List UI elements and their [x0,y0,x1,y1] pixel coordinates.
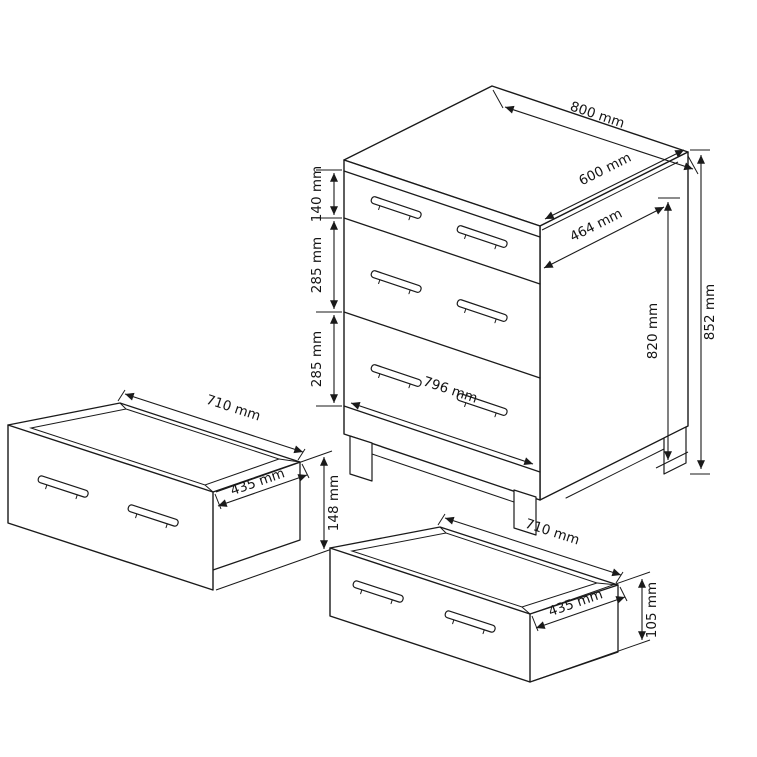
drawer-bottom-handle-left [352,580,404,605]
drawer-divider-1 [343,217,541,285]
drawer-bottom-front-panel [329,547,531,683]
dim-overall-height: 852 mm [690,149,718,475]
top-slab-edge [343,170,541,238]
dim-label-overall-height: 852 mm [702,284,718,340]
dim-label-drawer1-height: 140 mm [309,166,325,222]
dim-label-drawer3-height: 285 mm [309,331,325,387]
drawer-divider-2 [343,311,541,379]
dim-drawer-bottom-height: 105 mm [532,571,660,682]
drawer2-handle-right [456,299,508,324]
dim-drawer-heights: 140 mm 285 mm 285 mm [309,166,342,407]
dim-drawer-bottom-width: 710 mm [437,513,624,584]
dim-label-drawer2-height: 285 mm [309,237,325,293]
cabinet-leg-front-left [349,435,373,482]
drawer-bottom-handle-right [444,610,496,635]
dim-body-height: 820 mm [645,197,689,469]
dim-drawer-left-height: 148 mm [215,450,342,591]
dim-drawer-left-width: 710 mm [117,389,306,461]
drawer1-handle-right [456,225,508,250]
dim-label-drawer-bottom-depth: 435 mm [546,586,605,620]
drawer-left-handle-right [127,504,179,529]
cabinet [343,85,689,536]
dim-label-drawer-bottom-width: 710 mm [523,516,582,549]
drawer2-handle-left [370,270,422,295]
toe-kick-side [565,448,665,499]
drawer-left-handle-left [37,475,89,500]
drawer-left-front-panel [7,424,214,591]
dim-label-drawer-bottom-height: 105 mm [644,582,660,638]
drawer3-handle-left [370,364,422,389]
cabinet-handles [370,196,508,418]
dim-drawer-left-depth: 435 mm [214,463,310,510]
dim-label-drawer-left-width: 710 mm [204,392,263,425]
drawer-left [7,402,301,591]
dim-label-drawer-left-height: 148 mm [326,475,342,531]
drawer1-handle-left [370,196,422,221]
dim-label-body-height: 820 mm [645,303,661,359]
